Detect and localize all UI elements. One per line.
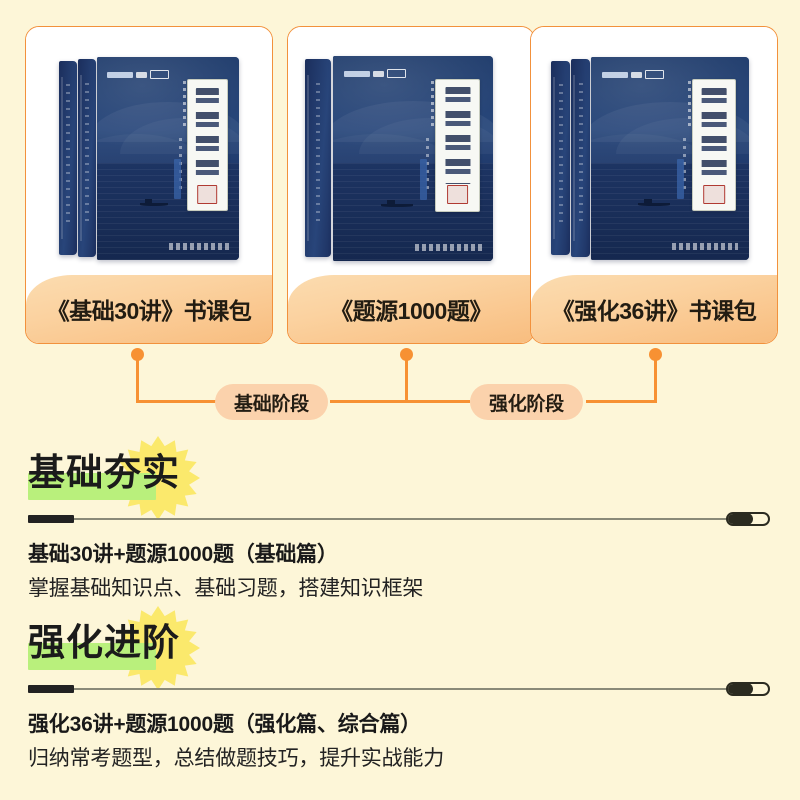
- phase-title: 强化36讲+题源1000题（强化篇、综合篇）: [28, 713, 421, 736]
- book-front-cover: [591, 57, 749, 260]
- phase-title: 基础30讲+题源1000题（基础篇）: [28, 543, 338, 566]
- subtitle-tag: [420, 158, 428, 200]
- slider-start-cap: [28, 515, 74, 523]
- edition-badge: [373, 70, 385, 77]
- book-stack: [26, 27, 272, 279]
- connector-line-vertical: [136, 357, 139, 403]
- phase-heading-wrap: 强化进阶: [28, 606, 800, 690]
- phase-description: 归纳常考题型，总结做题技巧，提升实战能力: [28, 747, 444, 770]
- year-badge: [387, 69, 407, 79]
- book-spine: [551, 61, 570, 255]
- product-card-row: 《基础30讲》书课包: [0, 26, 800, 348]
- publisher-mark: [671, 242, 738, 250]
- boat-icon: [638, 199, 670, 207]
- phase-section-jichu: 基础夯实 基础30讲+题源1000题（基础篇） 掌握基础知识点、基础习题，搭建知…: [0, 436, 800, 600]
- boat-icon: [139, 199, 168, 207]
- spine-marks: [316, 82, 320, 226]
- edition-badge: [135, 71, 147, 78]
- year-badge: [149, 70, 169, 80]
- card-label-band: 《题源1000题》: [288, 275, 534, 343]
- connector-line-horizontal: [586, 400, 656, 403]
- editor-text-line: [426, 138, 429, 192]
- book-spine: [305, 59, 331, 257]
- book-image-tiyuan1000: [288, 27, 534, 279]
- subtitle-tag: [173, 158, 181, 200]
- product-card-qianghua36[interactable]: 《强化36讲》书课包: [530, 26, 778, 344]
- spine-marks: [578, 82, 583, 226]
- spine-marks: [558, 84, 563, 224]
- spine-marks: [85, 82, 89, 226]
- heading-highlight: [28, 473, 156, 500]
- brand-badge: [602, 71, 629, 78]
- phase-heading-wrap: 基础夯实: [28, 436, 800, 520]
- connector-line-vertical: [405, 357, 408, 403]
- book-image-jichu30: [26, 27, 272, 279]
- product-card-tiyuan1000[interactable]: 《题源1000题》: [287, 26, 535, 344]
- progress-slider-jichu[interactable]: [28, 512, 770, 526]
- book-image-qianghua36: [531, 27, 777, 279]
- boat-icon: [381, 199, 413, 207]
- calligraphy-title: [701, 88, 727, 185]
- cover-title-panel: [691, 79, 737, 212]
- cover-title-panel: [435, 78, 481, 212]
- connector-dot: [400, 348, 413, 361]
- slider-track: [68, 518, 746, 520]
- slider-start-cap: [28, 685, 74, 693]
- phase-section-qianghua: 强化进阶 强化36讲+题源1000题（强化篇、综合篇） 归纳常考题型，总结做题技…: [0, 606, 800, 770]
- phase-heading: 强化进阶: [28, 622, 180, 663]
- series-text-line: [183, 81, 187, 127]
- seal-stamp: [703, 184, 725, 204]
- card-label: 《题源1000题》: [330, 298, 492, 324]
- slider-thumb[interactable]: [726, 682, 770, 696]
- cover-badges: [602, 70, 665, 80]
- spine-marks: [66, 84, 70, 224]
- connector-line-horizontal: [330, 400, 470, 403]
- stage-connector-diagram: 基础阶段 强化阶段: [0, 348, 800, 443]
- book-front-cover: [97, 57, 239, 260]
- connector-dot: [649, 348, 662, 361]
- editor-text-line: [682, 138, 686, 191]
- product-card-jichu30[interactable]: 《基础30讲》书课包: [25, 26, 273, 344]
- phase-heading: 基础夯实: [28, 452, 180, 493]
- book-stack: [531, 27, 777, 279]
- series-text-line: [687, 81, 691, 127]
- book-spine: [78, 59, 96, 257]
- card-label: 《强化36讲》书课包: [551, 298, 757, 324]
- publisher-mark: [169, 242, 230, 250]
- connector-line-vertical: [654, 357, 657, 403]
- slider-thumb[interactable]: [726, 512, 770, 526]
- heading-highlight: [28, 643, 156, 670]
- stage-badge-label: 基础阶段: [234, 393, 309, 415]
- connector-line-horizontal: [136, 400, 221, 403]
- card-label-band: 《强化36讲》书课包: [531, 275, 777, 343]
- connector-dot: [131, 348, 144, 361]
- stage-badge-label: 强化阶段: [489, 393, 564, 415]
- seal-stamp: [446, 185, 469, 205]
- cover-title-panel: [187, 79, 228, 212]
- calligraphy-title: [196, 88, 219, 185]
- slider-track: [68, 688, 746, 690]
- book-spine: [59, 61, 77, 255]
- book-front-cover: [333, 56, 493, 261]
- cover-badges: [344, 69, 407, 79]
- seal-stamp: [197, 184, 218, 204]
- card-label: 《基础30讲》书课包: [46, 298, 252, 324]
- calligraphy-title: [445, 87, 471, 185]
- book-spine: [571, 59, 590, 257]
- brand-badge: [106, 71, 133, 78]
- phase-description: 掌握基础知识点、基础习题，搭建知识框架: [28, 577, 424, 600]
- subtitle-tag: [677, 158, 685, 200]
- book-stack: [288, 27, 534, 279]
- series-text-line: [430, 80, 434, 126]
- stage-badge-qianghua[interactable]: 强化阶段: [470, 384, 583, 420]
- year-badge: [645, 70, 665, 80]
- edition-badge: [631, 71, 643, 78]
- stage-badge-jichu[interactable]: 基础阶段: [215, 384, 328, 420]
- card-label-band: 《基础30讲》书课包: [26, 275, 272, 343]
- publisher-mark: [414, 243, 482, 251]
- cover-badges: [106, 70, 169, 80]
- progress-slider-qianghua[interactable]: [28, 682, 770, 696]
- brand-badge: [344, 70, 371, 77]
